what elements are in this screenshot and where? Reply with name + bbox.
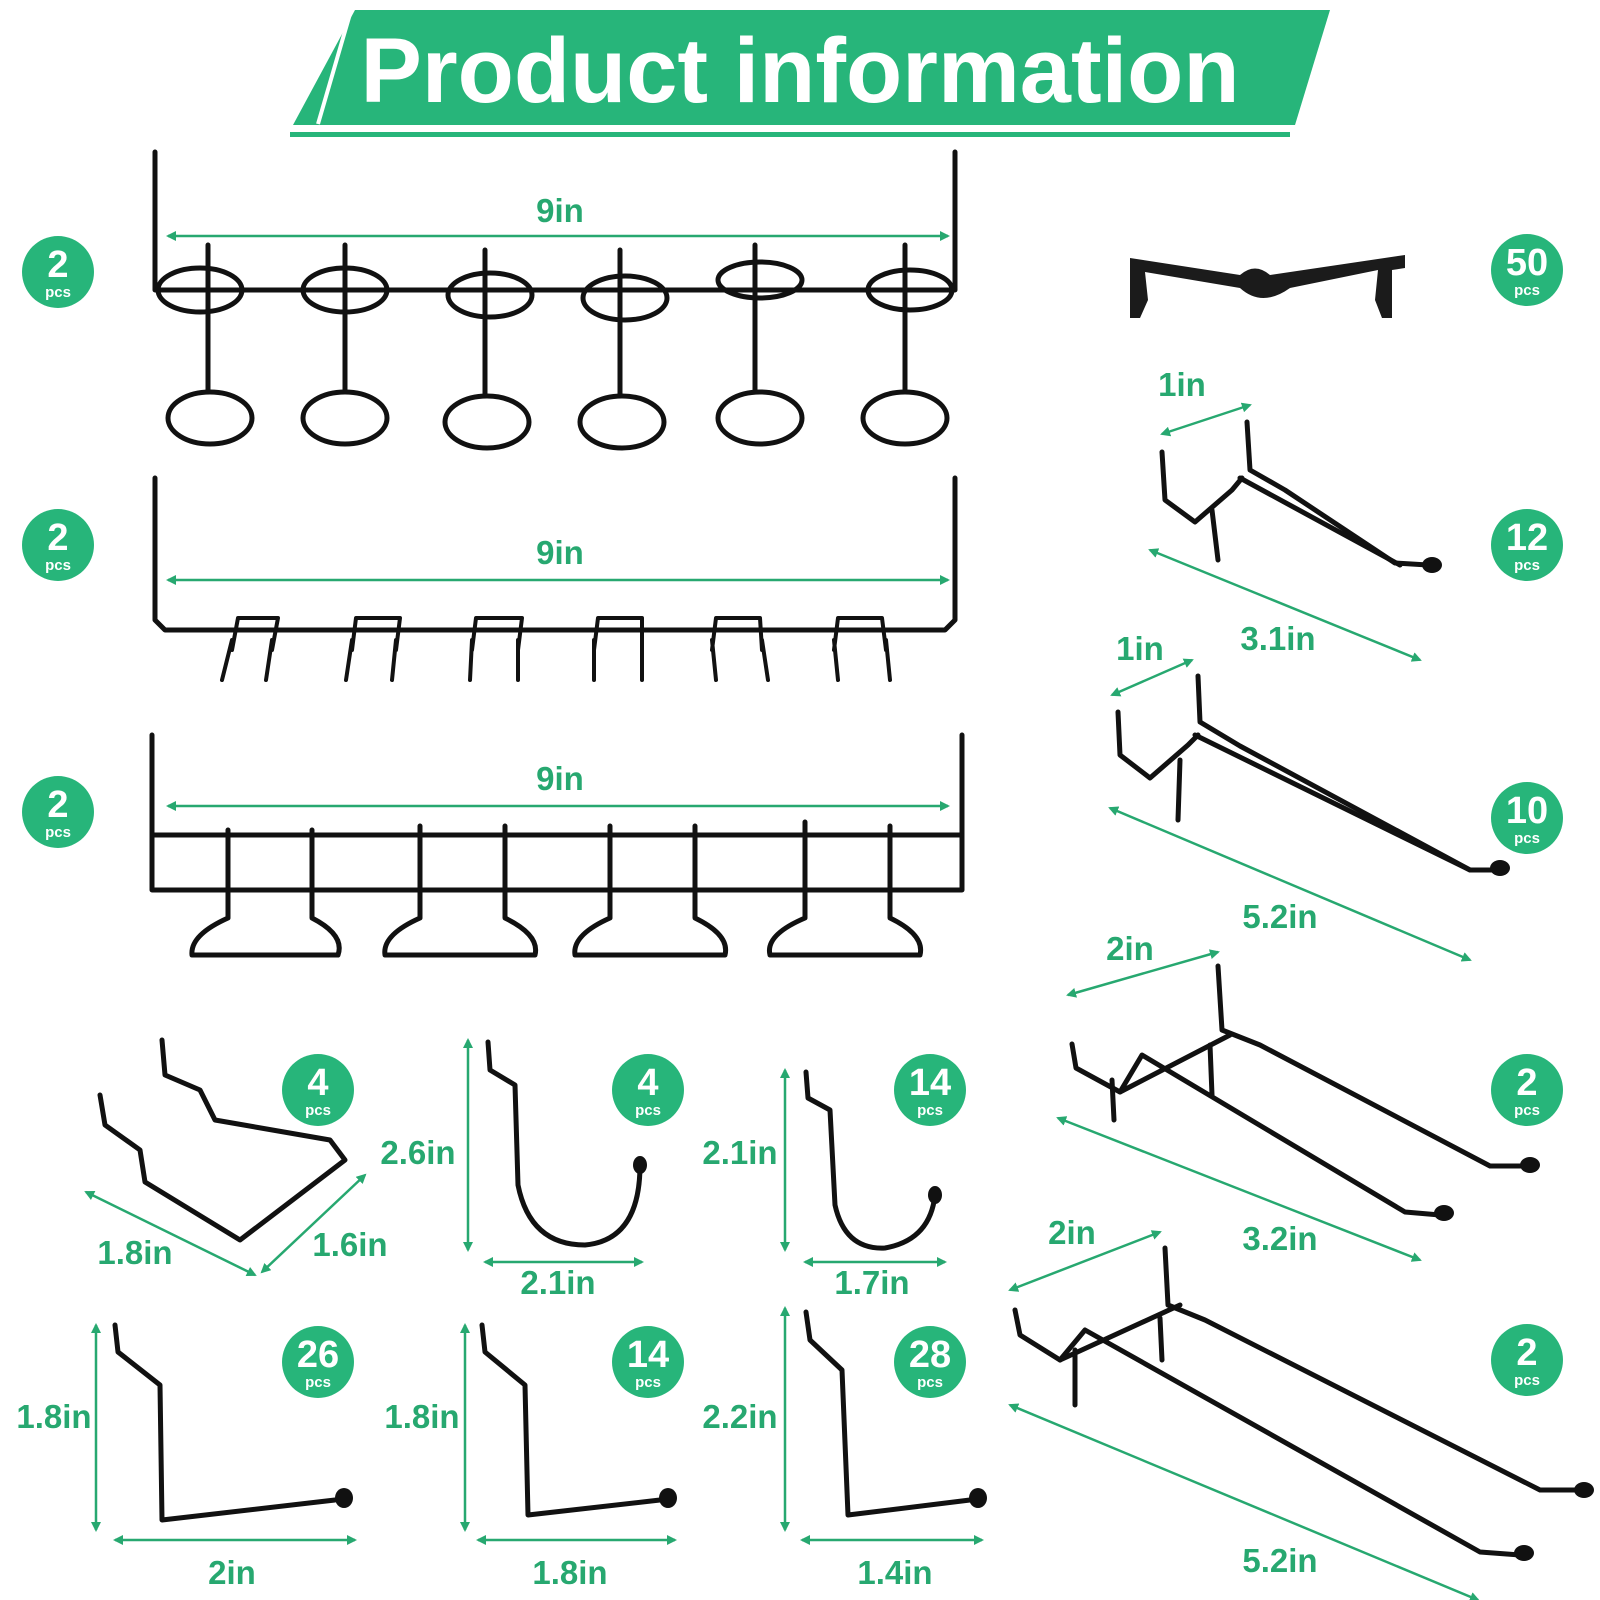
qty-badge: 4 pcs bbox=[282, 1054, 354, 1126]
svg-text:pcs: pcs bbox=[1514, 282, 1540, 299]
l14-width: 1.4in bbox=[857, 1554, 932, 1591]
svg-text:pcs: pcs bbox=[1514, 830, 1540, 847]
svg-text:2: 2 bbox=[47, 784, 68, 826]
j-hook-small: 2.1in 1.7in 14 pcs bbox=[702, 1054, 966, 1301]
svg-text:pcs: pcs bbox=[45, 824, 71, 841]
qty-badge: 2 pcs bbox=[1491, 1054, 1563, 1126]
svg-text:2: 2 bbox=[1516, 1062, 1537, 1104]
l-hook-2in: 1.8in 2in 26 pcs bbox=[16, 1322, 357, 1591]
svg-text:pcs: pcs bbox=[305, 1374, 331, 1391]
j-small-width: 1.7in bbox=[834, 1264, 909, 1301]
svg-text:pcs: pcs bbox=[1514, 1102, 1540, 1119]
short-hook-length: 3.1in bbox=[1240, 620, 1315, 657]
l18-width: 1.8in bbox=[532, 1554, 607, 1591]
l2-width: 2in bbox=[208, 1554, 256, 1591]
svg-text:pcs: pcs bbox=[917, 1374, 943, 1391]
title-banner: Product information bbox=[290, 10, 1330, 137]
v-hook-length: 1.8in bbox=[97, 1234, 172, 1271]
loop-rack-width: 9in bbox=[536, 760, 584, 797]
j-large-height: 2.6in bbox=[380, 1134, 455, 1171]
v-hook: 1.8in 1.6in 4 pcs bbox=[84, 1037, 388, 1277]
short-hook-width: 1in bbox=[1158, 366, 1206, 403]
svg-text:pcs: pcs bbox=[635, 1102, 661, 1119]
ring-hooks bbox=[155, 242, 955, 451]
qty-badge: 14 pcs bbox=[612, 1326, 684, 1398]
svg-text:pcs: pcs bbox=[305, 1102, 331, 1119]
rod-long-length: 5.2in bbox=[1242, 1542, 1317, 1579]
v-hook-depth: 1.6in bbox=[312, 1226, 387, 1263]
svg-text:pcs: pcs bbox=[1514, 557, 1540, 574]
l2-height: 1.8in bbox=[16, 1398, 91, 1435]
qty-badge: 4 pcs bbox=[612, 1054, 684, 1126]
loop-hooks bbox=[189, 819, 924, 958]
l14-height: 2.2in bbox=[702, 1398, 777, 1435]
rod-short-length: 3.2in bbox=[1242, 1220, 1317, 1257]
l-hook-14in: 2.2in 1.4in 28 pcs bbox=[702, 1306, 987, 1591]
qty-badge: 10 pcs bbox=[1491, 782, 1563, 854]
qty-badge: 2 pcs bbox=[22, 236, 94, 308]
page-title: Product information bbox=[360, 20, 1239, 122]
svg-text:14: 14 bbox=[627, 1334, 669, 1376]
double-prong-rack: 9in 2 pcs bbox=[22, 475, 958, 682]
qty-badge: 50 pcs bbox=[1491, 234, 1563, 306]
svg-text:12: 12 bbox=[1506, 517, 1548, 559]
j-hook-large: 2.6in 2.1in 4 pcs bbox=[380, 1038, 684, 1301]
qty-badge: 2 pcs bbox=[22, 509, 94, 581]
rod-long-width: 2in bbox=[1048, 1214, 1096, 1251]
long-hook-length: 5.2in bbox=[1242, 898, 1317, 935]
svg-text:2: 2 bbox=[47, 244, 68, 286]
svg-text:pcs: pcs bbox=[917, 1102, 943, 1119]
ring-rack-width: 9in bbox=[536, 192, 584, 229]
svg-text:10: 10 bbox=[1506, 790, 1548, 832]
svg-text:2: 2 bbox=[47, 517, 68, 559]
svg-text:pcs: pcs bbox=[635, 1374, 661, 1391]
svg-text:26: 26 bbox=[297, 1334, 339, 1376]
double-hook-short: 1in 3.1in 12 pcs bbox=[1148, 366, 1563, 662]
svg-text:2: 2 bbox=[1516, 1332, 1537, 1374]
rod-short-width: 2in bbox=[1106, 930, 1154, 967]
svg-text:14: 14 bbox=[909, 1062, 951, 1104]
svg-text:4: 4 bbox=[307, 1062, 328, 1104]
loop-rack: 9in 2 pcs bbox=[22, 732, 965, 958]
svg-text:28: 28 bbox=[909, 1334, 951, 1376]
ring-rack: 9in 2 pcs bbox=[22, 149, 958, 451]
l-hook-18in: 1.8in 1.8in 14 pcs bbox=[384, 1322, 684, 1591]
double-rod-hook-long: 2in 5.2in 2 pcs bbox=[1008, 1214, 1594, 1600]
qty-badge: 12 pcs bbox=[1491, 509, 1563, 581]
long-hook-width: 1in bbox=[1116, 630, 1164, 667]
double-rod-hook-short: 2in 3.2in 2 pcs bbox=[1056, 930, 1563, 1262]
lock-clip: 50 pcs bbox=[1130, 234, 1563, 318]
qty-badge: 2 pcs bbox=[1491, 1324, 1563, 1396]
svg-text:pcs: pcs bbox=[1514, 1372, 1540, 1389]
l18-height: 1.8in bbox=[384, 1398, 459, 1435]
svg-text:pcs: pcs bbox=[45, 284, 71, 301]
qty-badge: 2 pcs bbox=[22, 776, 94, 848]
j-large-width: 2.1in bbox=[520, 1264, 595, 1301]
prong-pairs bbox=[220, 616, 892, 682]
prong-rack-width: 9in bbox=[536, 534, 584, 571]
qty-badge: 26 pcs bbox=[282, 1326, 354, 1398]
qty-badge: 28 pcs bbox=[894, 1326, 966, 1398]
j-small-height: 2.1in bbox=[702, 1134, 777, 1171]
svg-text:50: 50 bbox=[1506, 242, 1548, 284]
svg-text:pcs: pcs bbox=[45, 557, 71, 574]
double-hook-long: 1in 5.2in 10 pcs bbox=[1108, 630, 1563, 962]
qty-badge: 14 pcs bbox=[894, 1054, 966, 1126]
svg-text:4: 4 bbox=[637, 1062, 658, 1104]
